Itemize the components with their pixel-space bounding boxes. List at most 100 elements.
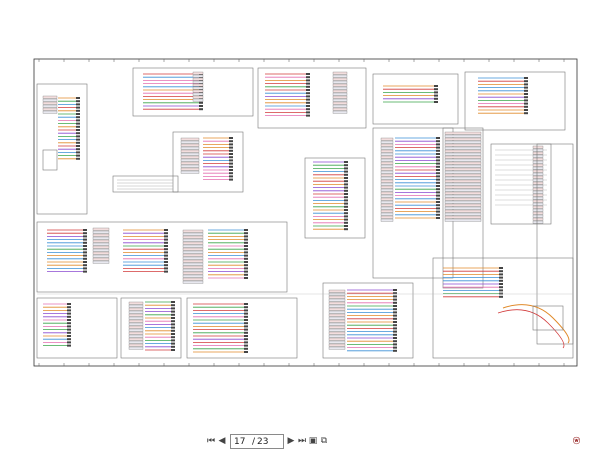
connector-j1 xyxy=(532,166,544,170)
first-page-icon[interactable]: ⏮ xyxy=(206,436,216,446)
connector-l2 xyxy=(182,280,204,284)
wire-terminal xyxy=(229,149,233,152)
connector-l2 xyxy=(182,274,204,278)
wire-terminal xyxy=(76,106,80,109)
schematic-block-d xyxy=(372,73,459,125)
wire-terminal xyxy=(244,335,248,337)
wire-terminal xyxy=(393,289,397,291)
connector-j1 xyxy=(532,181,544,185)
connector-i1 xyxy=(444,149,482,153)
connector-i1 xyxy=(444,188,482,192)
wire-terminal xyxy=(67,331,71,334)
connector-i1 xyxy=(444,167,482,171)
page-number-input[interactable] xyxy=(231,436,250,447)
wire-terminal xyxy=(244,331,248,334)
connector-i1 xyxy=(444,209,482,213)
connector-a1 xyxy=(42,104,58,108)
wire-terminal xyxy=(244,248,248,251)
connector-p1 xyxy=(328,340,346,344)
wire-terminal xyxy=(244,344,248,347)
harness-curve xyxy=(497,309,565,349)
wire-terminal xyxy=(171,339,175,342)
copy-icon[interactable]: ⧉ xyxy=(320,436,328,446)
schematic-block-k xyxy=(536,143,574,345)
next-page-icon[interactable]: ▶ xyxy=(287,436,295,446)
wire-terminal xyxy=(67,328,71,331)
wire-terminal xyxy=(436,143,440,146)
wire-terminal xyxy=(229,169,233,171)
wire-terminal xyxy=(244,245,248,247)
wire-terminal xyxy=(244,306,248,309)
connector-l1 xyxy=(92,227,110,231)
schematic-block-g xyxy=(304,157,366,239)
wire-terminal xyxy=(67,322,71,325)
connector-n1 xyxy=(128,310,144,314)
connector-l1 xyxy=(92,251,110,255)
wire-terminal xyxy=(306,85,310,88)
wire-terminal xyxy=(171,320,175,323)
connector-p1 xyxy=(328,301,346,305)
wire-terminal xyxy=(229,159,233,162)
connector-i1 xyxy=(444,218,482,222)
wire-terminal xyxy=(436,191,440,194)
wire-terminal xyxy=(164,235,168,238)
wire-terminal xyxy=(229,162,233,165)
connector-l2 xyxy=(182,271,204,275)
wire-terminal xyxy=(393,321,397,323)
wire-terminal xyxy=(393,333,397,336)
wire-terminal xyxy=(83,229,87,231)
connector-i1 xyxy=(444,215,482,219)
wire-terminal xyxy=(436,201,440,203)
connector-i1 xyxy=(444,155,482,159)
wire-terminal xyxy=(499,289,503,292)
connector-c1 xyxy=(332,95,348,99)
connector-l1 xyxy=(92,248,110,252)
wire-terminal xyxy=(436,169,440,171)
connector-l1 xyxy=(92,254,110,258)
connector-h1 xyxy=(380,173,394,177)
last-page-icon[interactable]: ⏭ xyxy=(297,436,307,446)
wire-terminal xyxy=(244,338,248,341)
wire-terminal xyxy=(171,304,175,307)
wire-terminal xyxy=(76,125,80,128)
wire-terminal xyxy=(344,177,348,179)
connector-i1 xyxy=(444,185,482,189)
wire-terminal xyxy=(499,286,503,289)
connector-l2 xyxy=(182,247,204,251)
wire-terminal xyxy=(67,338,71,341)
wire-terminal xyxy=(244,315,248,318)
connector-n1 xyxy=(128,343,144,347)
connector-h1 xyxy=(380,167,394,171)
connector-f1 xyxy=(180,146,200,150)
wire-terminal xyxy=(393,292,397,295)
connector-j1 xyxy=(532,220,544,224)
connector-l2 xyxy=(182,253,204,257)
wire-terminal xyxy=(171,333,175,335)
wire-terminal xyxy=(393,295,397,298)
wire-terminal xyxy=(436,149,440,152)
connector-j1 xyxy=(532,172,544,176)
wire-terminal xyxy=(244,238,248,241)
wire-terminal xyxy=(171,323,175,326)
thumbnails-icon[interactable]: ▣ xyxy=(308,436,318,446)
wire-terminal xyxy=(524,80,528,83)
wire-terminal xyxy=(229,178,233,181)
connector-n1 xyxy=(128,328,144,332)
connector-c1 xyxy=(332,80,348,84)
sheet-border xyxy=(33,58,578,367)
connector-l1 xyxy=(92,257,110,261)
wire-terminal xyxy=(244,273,248,276)
connector-h1 xyxy=(380,209,394,213)
wire-terminal xyxy=(229,143,233,146)
connector-b1 xyxy=(192,71,204,75)
wire-terminal xyxy=(436,172,440,175)
connector-h1 xyxy=(380,146,394,150)
previous-page-icon[interactable]: ◀ xyxy=(218,436,226,446)
connector-n1 xyxy=(128,340,144,344)
connector-i1 xyxy=(444,197,482,201)
connector-l1 xyxy=(92,233,110,237)
wire-terminal xyxy=(393,337,397,339)
connector-j1 xyxy=(532,202,544,206)
connector-h1 xyxy=(380,191,394,195)
connector-h1 xyxy=(380,149,394,153)
